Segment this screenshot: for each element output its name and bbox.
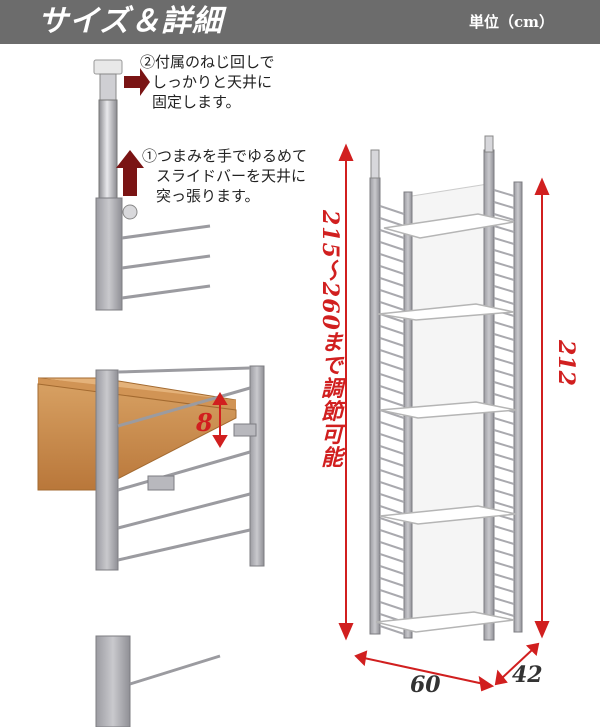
knob-note: ①つまみを手でゆるめて スライドバーを天井に 突っ張ります。 [142,146,307,206]
screw-note-line: 固定します。 [152,93,241,111]
section-header: サイズ＆詳細 単位（cm） [0,0,600,44]
knob-note-line: ①つまみを手でゆるめて [142,147,308,165]
height-label: 212 [553,340,579,386]
width-label: 60 [410,672,441,698]
height-range-label: 215～260まで調節可能 [317,210,343,469]
unit-label: 単位（cm） [468,13,554,31]
screw-note-line: しっかりと天井に [152,73,273,91]
screw-arrow-icon [124,68,150,96]
section-title: サイズ＆詳細 [38,4,224,39]
screw-note: ②付属のねじ回しで しっかりと天井に 固定します。 [140,52,275,112]
post-bottom-detail [95,635,221,727]
height-arrow [534,177,550,639]
shelf-unit-illustration [369,135,523,641]
width-arrow [354,650,495,692]
depth-arrow [494,642,540,686]
height-range-arrow [338,143,354,641]
shelf-pitch-detail [37,365,265,571]
knob-note-line: スライドバーを天井に [156,167,307,185]
tension-pole-detail [93,59,211,311]
depth-label: 42 [512,662,543,688]
screw-note-line: ②付属のねじ回しで [140,53,275,71]
shelf-pitch-label: 8 [196,408,213,437]
knob-note-line: 突っ張ります。 [156,187,260,205]
knob-arrow-icon [116,150,144,196]
